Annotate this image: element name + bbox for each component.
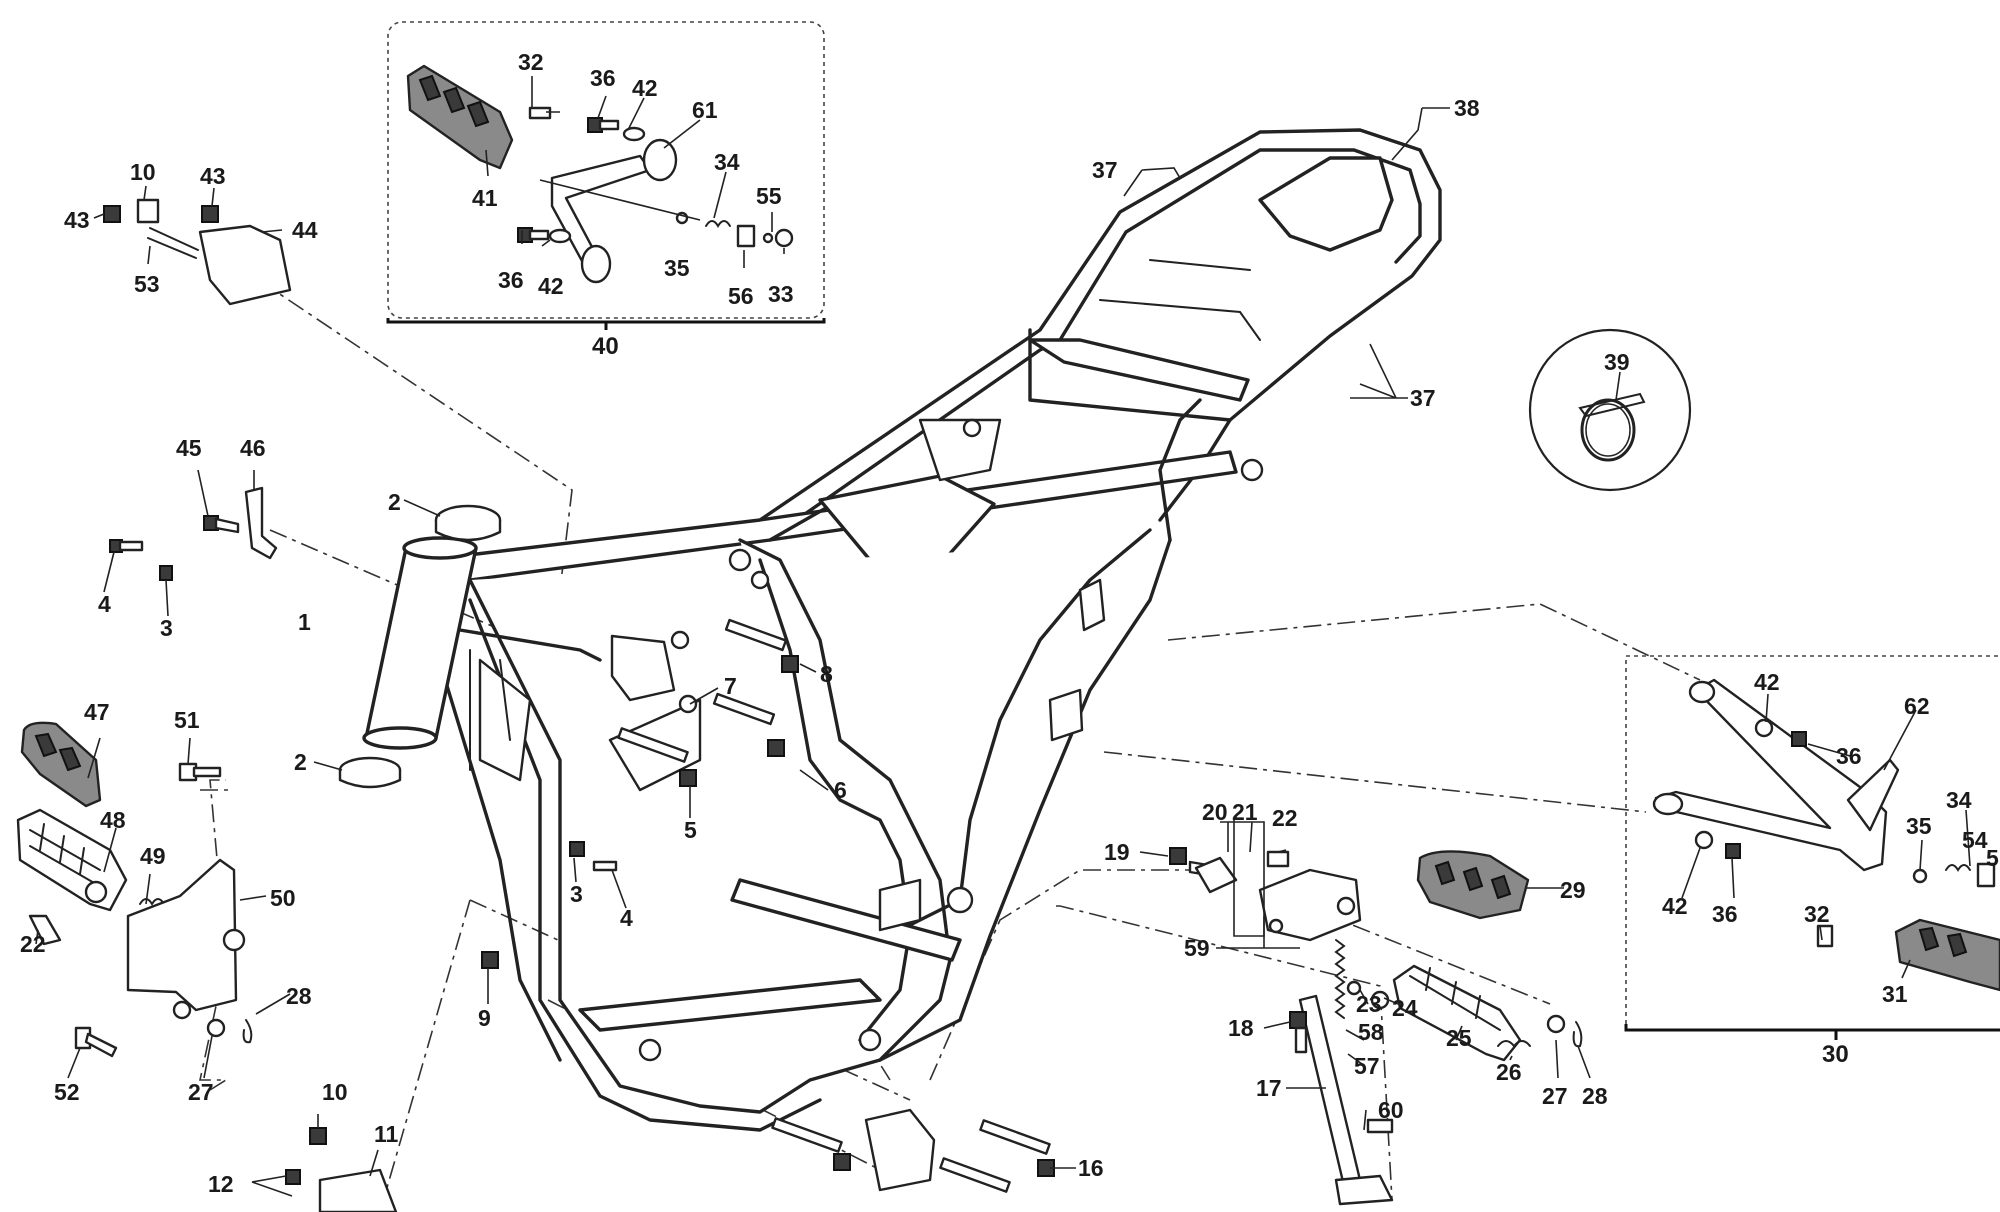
detail-30-parts	[1652, 678, 2000, 992]
left-parts	[16, 198, 502, 1058]
callout-61: 61	[692, 97, 718, 123]
footpeg-icon	[20, 721, 102, 808]
callout-46: 46	[240, 435, 266, 461]
callout-55: 55	[756, 183, 782, 209]
nut-icon	[103, 205, 121, 223]
callout-52: 52	[54, 1079, 80, 1105]
callout-49: 49	[140, 843, 166, 869]
callout-22: 22	[20, 931, 46, 957]
callout-26: 26	[1496, 1059, 1522, 1085]
callout-34: 34	[714, 149, 740, 175]
callout-39: 39	[1604, 349, 1630, 375]
callout-43: 43	[64, 207, 90, 233]
callout-57: 57	[1354, 1053, 1380, 1079]
callout-6: 6	[834, 777, 847, 803]
callout-19: 19	[1104, 839, 1130, 865]
callout-44: 44	[292, 217, 318, 243]
spring-icon	[705, 220, 731, 228]
callout-9: 9	[478, 1005, 491, 1031]
callout-28: 28	[1582, 1083, 1608, 1109]
detail-40-parts	[406, 64, 794, 284]
callout-56: 56	[728, 283, 754, 309]
callout-21: 21	[1232, 799, 1258, 825]
callout-31: 31	[1882, 981, 1908, 1007]
bolt-icon	[587, 117, 620, 133]
callout-36: 36	[1712, 901, 1738, 927]
callout-20: 20	[1202, 799, 1228, 825]
bolt-icon	[724, 618, 799, 673]
detail-circle-39	[1528, 328, 1692, 492]
callout-5: 5	[1986, 845, 1999, 871]
callout-42: 42	[1754, 669, 1780, 695]
callout-12: 12	[208, 1171, 234, 1197]
callout-24: 24	[1392, 995, 1418, 1021]
callout-43: 43	[200, 163, 226, 189]
callout-50: 50	[270, 885, 296, 911]
callout-59: 59	[1184, 935, 1210, 961]
footpeg-icon	[406, 64, 514, 170]
callout-32: 32	[1804, 901, 1830, 927]
callout-48: 48	[100, 807, 126, 833]
callout-5: 5	[684, 817, 697, 843]
callout-1: 1	[298, 609, 311, 635]
callout-18: 18	[1228, 1015, 1254, 1041]
callout-36: 36	[590, 65, 616, 91]
callout-53: 53	[134, 271, 160, 297]
footpeg-icon	[1416, 850, 1530, 920]
callout-35: 35	[1906, 813, 1932, 839]
callout-42: 42	[538, 273, 564, 299]
callout-3: 3	[160, 615, 173, 641]
callout-22: 22	[1272, 805, 1298, 831]
callout-58: 58	[1358, 1019, 1384, 1045]
detail-box-30	[1624, 655, 2000, 1040]
callout-labels: 32 36 42 61 34 55 41 35 36 42 56 33 40 3…	[20, 49, 1999, 1197]
callout-29: 29	[1560, 877, 1586, 903]
hose-clamp-icon	[1578, 392, 1646, 462]
callout-11: 11	[374, 1121, 399, 1147]
callout-62: 62	[1904, 693, 1930, 719]
callout-36: 36	[1836, 743, 1862, 769]
callout-42: 42	[1662, 893, 1688, 919]
footpeg-icon	[1894, 918, 2000, 992]
callout-2: 2	[388, 489, 401, 515]
callout-36: 36	[498, 267, 524, 293]
callout-38: 38	[1454, 95, 1480, 121]
callout-8: 8	[820, 661, 833, 687]
callout-60: 60	[1378, 1097, 1404, 1123]
callout-25: 25	[1446, 1025, 1472, 1051]
callout-33: 33	[768, 281, 794, 307]
callout-16: 16	[1078, 1155, 1104, 1181]
callout-2: 2	[294, 749, 307, 775]
callout-7: 7	[724, 673, 737, 699]
spring-icon	[1334, 939, 1346, 1019]
callout-30: 30	[1822, 1041, 1849, 1068]
callout-40: 40	[592, 333, 619, 360]
callout-32: 32	[518, 49, 544, 75]
callout-4: 4	[620, 905, 633, 931]
callout-27: 27	[1542, 1083, 1568, 1109]
callout-3: 3	[570, 881, 583, 907]
callout-51: 51	[174, 707, 200, 733]
callout-10: 10	[322, 1079, 348, 1105]
callout-23: 23	[1356, 991, 1382, 1017]
callout-34: 34	[1946, 787, 1972, 813]
callout-17: 17	[1256, 1075, 1282, 1101]
center-parts	[285, 618, 1055, 1212]
callout-42: 42	[632, 75, 658, 101]
callout-27: 27	[188, 1079, 214, 1105]
callout-10: 10	[130, 159, 156, 185]
callout-41: 41	[472, 185, 498, 211]
sidestand-parts	[1169, 847, 1583, 1206]
callout-35: 35	[664, 255, 690, 281]
callout-45: 45	[176, 435, 202, 461]
callout-28: 28	[286, 983, 312, 1009]
callout-37: 37	[1410, 385, 1436, 411]
callout-4: 4	[98, 591, 111, 617]
detail-box-40	[386, 21, 826, 330]
callout-47: 47	[84, 699, 110, 725]
callout-54: 54	[1962, 827, 1988, 853]
leader-lines	[35, 76, 1971, 1197]
callout-37: 37	[1092, 157, 1118, 183]
